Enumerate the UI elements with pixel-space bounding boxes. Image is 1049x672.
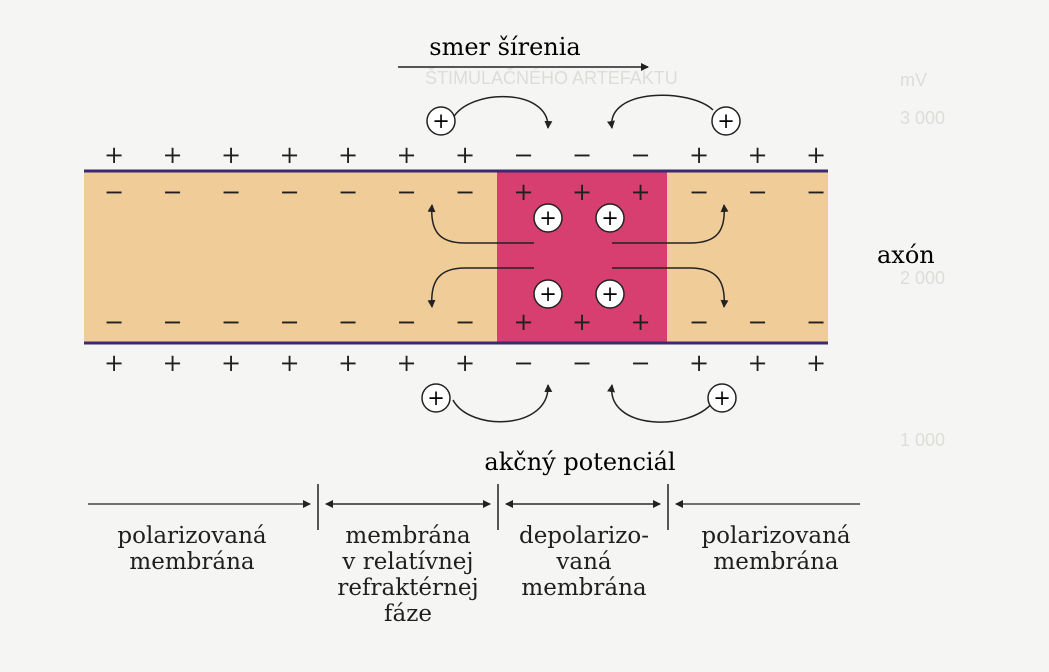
charge-symbol: + [630,308,650,336]
cation-marker: + [595,203,625,233]
charge-symbol: + [689,349,709,377]
charge-symbol: − [221,308,241,336]
cation-marker: + [533,203,563,233]
axoplasm [84,171,828,343]
charge-symbol: − [455,178,475,206]
zone-scale [88,484,860,530]
charge-symbol: + [162,349,182,377]
charge-symbol: + [104,141,124,169]
bleed-through-text: 1 000 [900,430,946,450]
svg-text:+: + [717,109,735,133]
cation-marker: + [595,279,625,309]
svg-text:+: + [539,282,557,306]
charge-symbol: + [689,141,709,169]
charge-symbol: + [279,349,299,377]
cation-marker: + [421,383,451,413]
charge-symbol: + [396,349,416,377]
svg-text:+: + [601,206,619,230]
cation-marker: + [707,383,737,413]
charge-symbol: − [630,141,650,169]
charge-symbol: − [338,178,358,206]
inner-current-top-left [427,204,534,244]
charge-symbol: + [806,349,826,377]
bleed-through-text: 3 000 [900,108,946,128]
charge-symbol: − [572,141,592,169]
charge-symbol: − [279,178,299,206]
cation-marker: + [711,106,741,136]
charge-symbol: − [338,308,358,336]
charge-symbol: − [747,308,767,336]
charge-rows: +++++++−−−+++−−−−−−−+++−−−−−−−−−−+++−−−+… [104,141,826,377]
charge-symbol: + [806,141,826,169]
charge-symbol: − [630,349,650,377]
cation-marker: + [426,106,456,136]
propagation-label: smer šírenia [429,33,581,61]
outer-current-bottom-right [607,384,714,423]
charge-symbol: + [513,308,533,336]
charge-symbol: − [279,308,299,336]
charge-symbol: + [513,178,533,206]
charge-symbol: + [104,349,124,377]
bleed-through-text: ŠTIMULAČNÉHO ARTEFAKTU [425,68,678,88]
outer-current-top-left [452,95,553,129]
svg-text:+: + [427,386,445,410]
svg-text:+: + [432,109,450,133]
svg-text:+: + [713,386,731,410]
charge-symbol: + [162,141,182,169]
charge-symbol: + [630,178,650,206]
charge-symbol: − [104,308,124,336]
outer-current-bottom-left [452,384,553,423]
charge-symbol: + [221,141,241,169]
charge-symbol: − [396,178,416,206]
charge-symbol: + [338,141,358,169]
charge-symbol: − [747,178,767,206]
charge-symbol: − [104,178,124,206]
charge-symbol: + [572,178,592,206]
charge-symbol: − [513,141,533,169]
charge-symbol: − [513,349,533,377]
charge-symbol: + [455,141,475,169]
charge-symbol: + [221,349,241,377]
charge-symbol: − [221,178,241,206]
charge-symbol: − [572,349,592,377]
charge-symbol: + [396,141,416,169]
charge-symbol: + [338,349,358,377]
charge-symbol: + [747,141,767,169]
inner-current-top-right [612,204,729,244]
charge-symbol: − [806,308,826,336]
charge-symbol: − [689,178,709,206]
inner-current-bottom-left [427,267,534,308]
outer-current-top-right [607,94,714,129]
charge-symbol: − [162,178,182,206]
charge-symbol: − [806,178,826,206]
depolarized-zone [497,171,667,343]
cation-marker: + [533,279,563,309]
bleed-through-text: mV [900,70,927,90]
inner-current-bottom-right [612,267,729,308]
svg-text:+: + [601,282,619,306]
charge-symbol: − [455,308,475,336]
charge-symbol: − [689,308,709,336]
svg-text:+: + [539,206,557,230]
charge-symbol: + [747,349,767,377]
charge-symbol: + [572,308,592,336]
action-potential-label: akčný potenciál [484,448,675,476]
charge-symbol: + [279,141,299,169]
charge-symbol: − [162,308,182,336]
charge-symbol: + [455,349,475,377]
axon-label: axón [877,241,935,269]
charge-symbol: − [396,308,416,336]
bleed-through-text: 2 000 [900,268,946,288]
